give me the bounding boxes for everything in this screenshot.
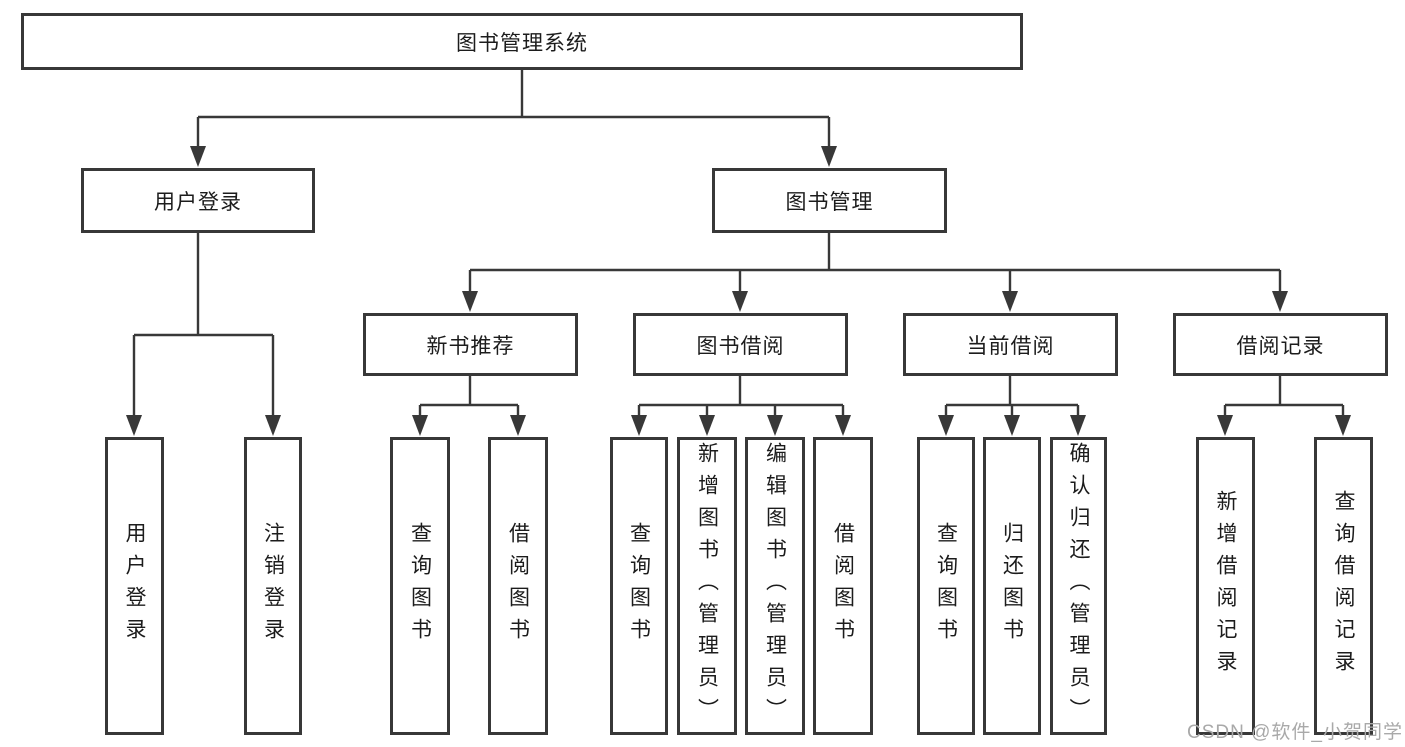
leaf-nb-query-books: 查询图书 <box>390 437 450 735</box>
leaf-nb-borrow-books: 借阅图书 <box>488 437 548 735</box>
leaf-cb-return-books: 归还图书 <box>983 437 1041 735</box>
node-book-borrow: 图书借阅 <box>633 313 848 376</box>
node-current-borrow: 当前借阅 <box>903 313 1118 376</box>
leaf-cb-query-books: 查询图书 <box>917 437 975 735</box>
node-borrow-records: 借阅记录 <box>1173 313 1388 376</box>
leaf-bb-query-books: 查询图书 <box>610 437 668 735</box>
leaf-user-login: 用户登录 <box>105 437 164 735</box>
leaf-bb-edit-books-admin: 编辑图书（管理员） <box>745 437 805 735</box>
leaf-bb-borrow-books: 借阅图书 <box>813 437 873 735</box>
arrowhead-icons <box>126 146 1351 436</box>
node-user-login: 用户登录 <box>81 168 315 233</box>
leaf-logout: 注销登录 <box>244 437 302 735</box>
node-library-system: 图书管理系统 <box>21 13 1023 70</box>
csdn-watermark: CSDN @软件_小贺同学 <box>1187 722 1403 743</box>
node-new-book-recommend: 新书推荐 <box>363 313 578 376</box>
leaf-br-query-record: 查询借阅记录 <box>1314 437 1373 735</box>
node-book-management: 图书管理 <box>712 168 947 233</box>
leaf-bb-add-books-admin: 新增图书（管理员） <box>677 437 737 735</box>
leaf-cb-confirm-return-admin: 确认归还（管理员） <box>1050 437 1107 735</box>
leaf-br-add-record: 新增借阅记录 <box>1196 437 1255 735</box>
